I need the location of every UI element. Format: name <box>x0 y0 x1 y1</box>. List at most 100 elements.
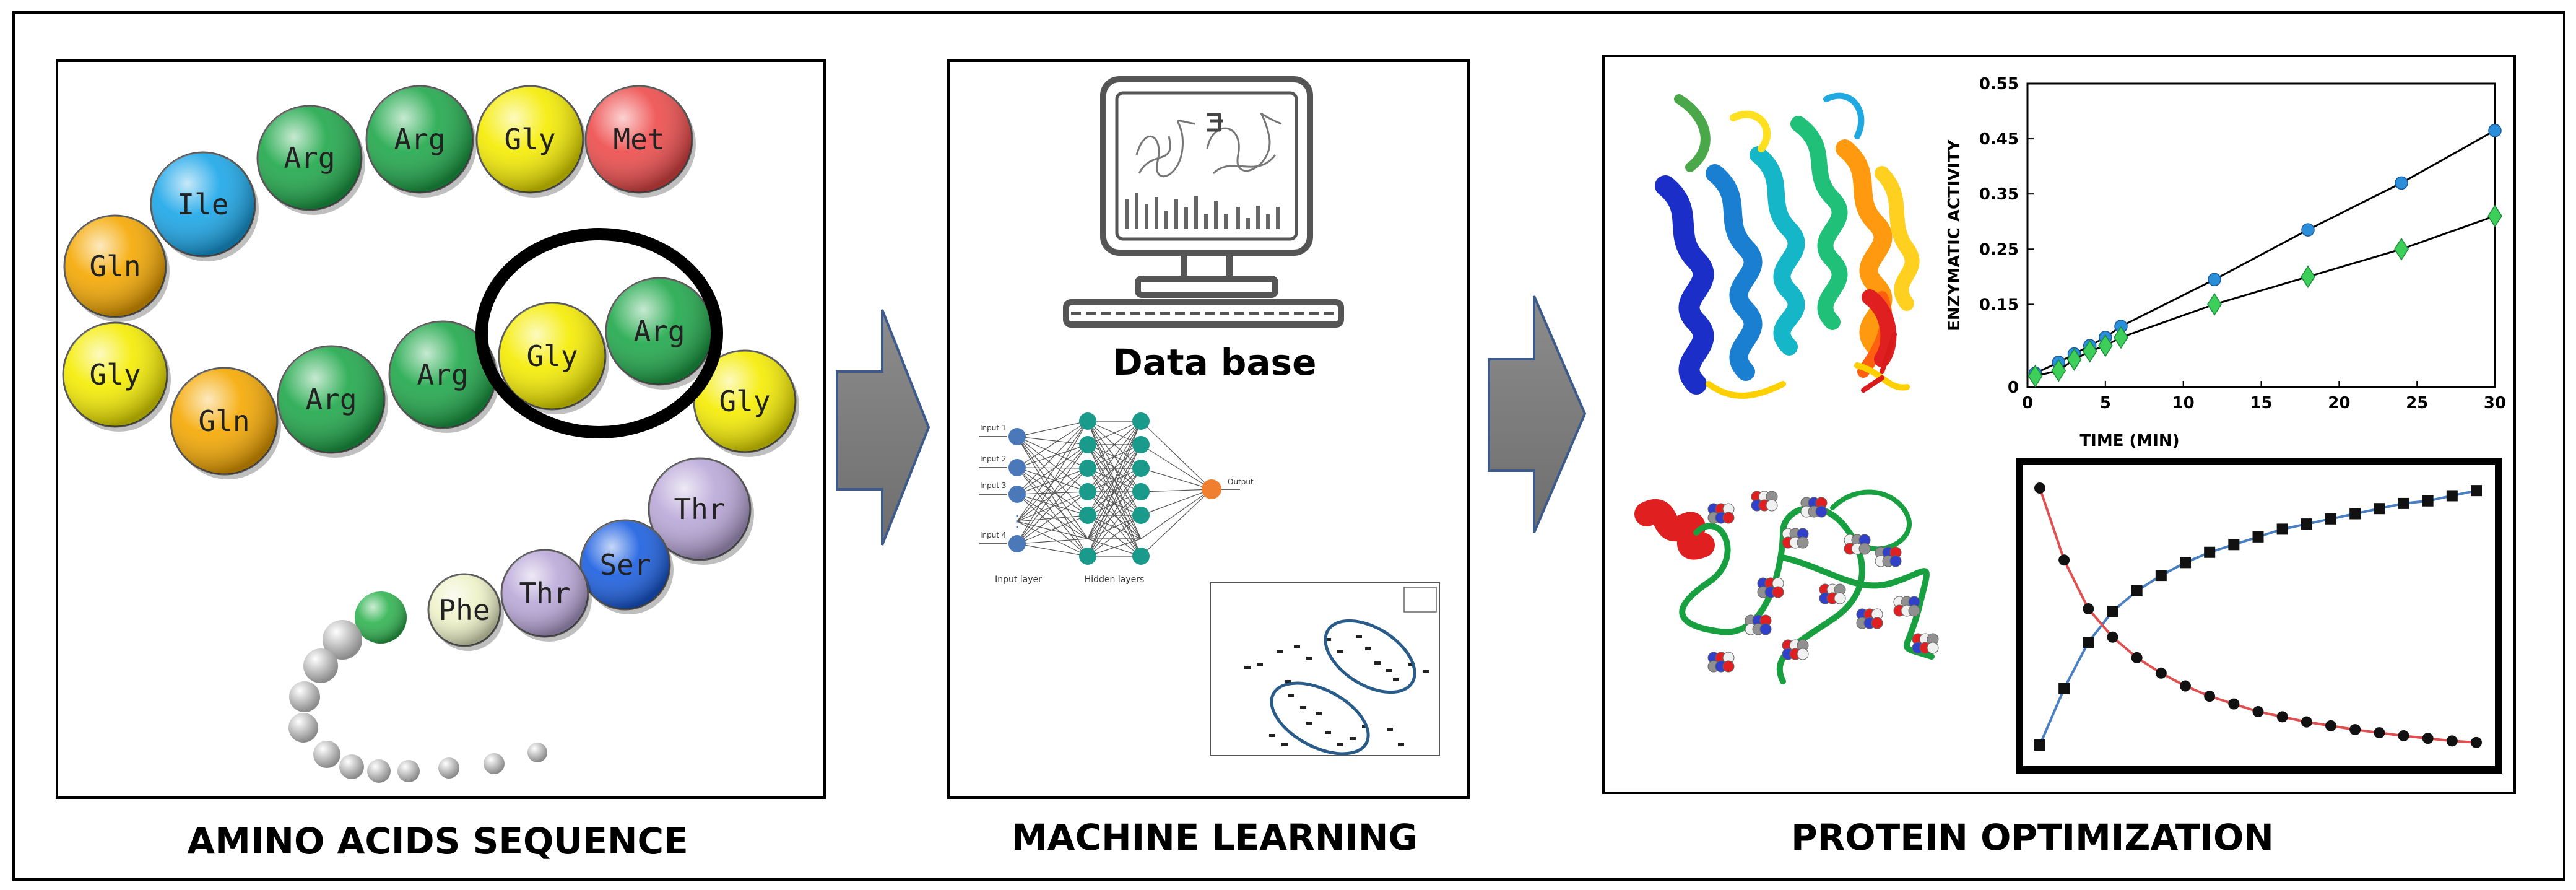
pca-point <box>1285 680 1291 683</box>
chart2-point <box>2349 724 2361 736</box>
chart2-point <box>2349 508 2361 520</box>
atom <box>1927 642 1939 654</box>
nn-hidden-layers-label: Hidden layers <box>1085 575 1145 585</box>
chart2-point <box>2228 698 2240 710</box>
chart1-ytick-label: 0.55 <box>1979 75 2019 94</box>
nn-input-node <box>1008 486 1026 503</box>
chart1-ytick-label: 0.35 <box>1979 185 2019 204</box>
nn-output-label: Output <box>1228 478 1254 486</box>
pca-point <box>1408 663 1415 666</box>
chart2-point <box>2058 683 2070 694</box>
chart1-xtick-label: 30 <box>2484 394 2506 412</box>
chart2-point <box>2083 603 2094 615</box>
nn-hidden-node <box>1079 507 1096 524</box>
atom <box>1889 555 1902 567</box>
chart2-point <box>2034 739 2045 751</box>
chart2-point <box>2204 546 2216 558</box>
chart2-point <box>2058 554 2070 566</box>
pca-point <box>1325 731 1331 734</box>
pca-point <box>1356 635 1362 638</box>
pca-point <box>1365 647 1371 650</box>
chart2-point <box>2446 490 2458 502</box>
chart2-point <box>2155 667 2167 679</box>
bead-label: Gly <box>504 123 555 156</box>
atom <box>1759 623 1772 635</box>
chart2-point <box>2204 691 2216 702</box>
chart1-point <box>2051 359 2066 382</box>
chart1-point <box>2301 223 2315 237</box>
nn-input-label: Input 2 <box>980 455 1007 463</box>
pca-point <box>1393 678 1399 681</box>
chart2-point <box>2228 539 2240 551</box>
pca-point <box>1386 669 1392 672</box>
nn-hidden-node <box>1132 483 1150 500</box>
chart2-point <box>2398 730 2409 742</box>
amino-acid-bead: Phe <box>427 573 504 651</box>
outer-frame <box>12 11 2565 881</box>
chart2-frame <box>2016 458 2502 774</box>
amino-acid-bead: Arg <box>277 345 388 458</box>
protein-caption: PROTEIN OPTIMIZATION <box>1791 816 2274 858</box>
optimization-curves-chart <box>2016 458 2502 774</box>
chart2-point <box>2252 706 2264 718</box>
chart2-point <box>2155 570 2167 582</box>
bead-label: Arg <box>633 315 685 348</box>
nn-hidden-node <box>1079 436 1096 453</box>
bead-label: Thr <box>674 492 725 526</box>
chart2-point <box>2374 503 2385 515</box>
amino-acid-bead: Gly <box>693 349 799 457</box>
chart1-series-line <box>2034 129 2496 375</box>
nn-hidden-node <box>1132 436 1150 453</box>
chart2-point <box>2180 680 2191 692</box>
monitor-title: Data base <box>1113 341 1317 383</box>
chart2-point <box>2471 485 2482 497</box>
chart1-point <box>2395 176 2408 190</box>
pca-point <box>1325 638 1331 641</box>
amino-acid-bead: Arg <box>605 277 716 390</box>
atom <box>1797 648 1809 660</box>
bead-label: Thr <box>519 577 570 610</box>
chart1-point <box>2207 292 2222 316</box>
chart2-point <box>2083 637 2094 648</box>
pca-point <box>1337 743 1343 746</box>
nn-input-node <box>1008 535 1026 552</box>
cluster-ellipse-lower <box>1270 681 1370 756</box>
chart1-ytick-label: 0 <box>2008 378 2019 397</box>
chart2-point <box>2276 523 2288 535</box>
amino-acid-bead: Arg <box>365 85 477 198</box>
nn-output-node <box>1202 479 1221 499</box>
chart1-xtick-label: 25 <box>2406 394 2428 412</box>
chart1-point <box>2027 364 2043 388</box>
bead-label: Arg <box>305 383 357 416</box>
amino-acid-bead: Gly <box>475 85 587 198</box>
pca-point <box>1277 650 1283 653</box>
atom <box>1858 543 1871 555</box>
chart2-point <box>2301 518 2312 530</box>
chart1-xtick-label: 20 <box>2328 394 2350 412</box>
chart2-point <box>2374 727 2385 739</box>
pca-point <box>1316 712 1322 715</box>
bead-label: Arg <box>284 141 335 175</box>
side-chains <box>1707 491 1939 673</box>
chart1-point <box>2114 326 2128 349</box>
chart2-point <box>2301 716 2312 728</box>
chart1-xtick-label: 15 <box>2250 394 2272 412</box>
chart1-ytick-label: 0.15 <box>1979 295 2019 314</box>
pca-point <box>1244 666 1251 669</box>
amino-acid-bead: Gly <box>498 302 609 414</box>
chart1-point <box>2487 204 2502 228</box>
chart1-xlabel: TIME (MIN) <box>2079 432 2179 450</box>
chart1-point <box>2097 334 2113 357</box>
chart2-point <box>2276 711 2288 723</box>
bead-label: Phe <box>438 593 490 627</box>
arrow-right-icon <box>836 309 930 546</box>
chart2-point <box>2471 736 2482 748</box>
chart1-point <box>2488 123 2502 137</box>
